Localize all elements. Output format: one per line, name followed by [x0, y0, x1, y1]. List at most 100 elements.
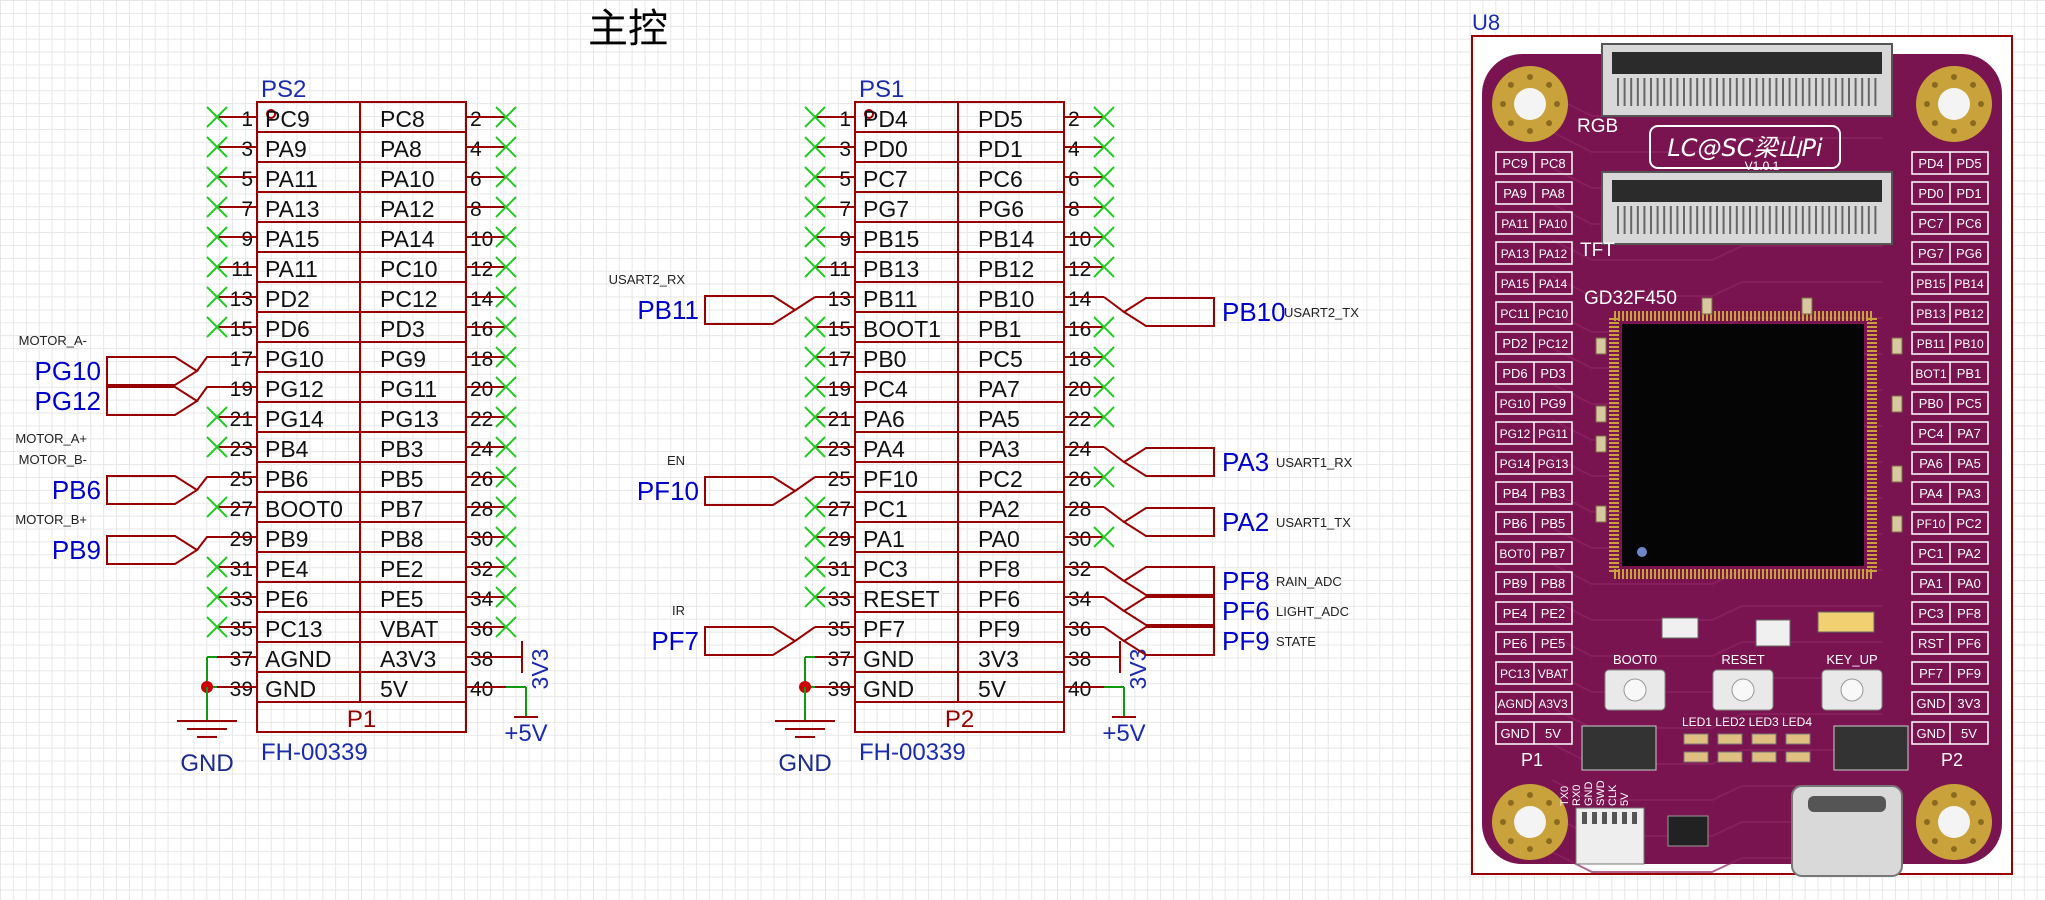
pin-number: 14	[1068, 288, 1092, 311]
led	[1785, 733, 1811, 745]
pin-name: PD1	[978, 136, 1023, 162]
net-port-label: PF8	[1222, 566, 1270, 596]
pin-name: PC9	[265, 106, 310, 132]
designator: PS1	[859, 76, 904, 103]
pin-name: PF8	[978, 556, 1020, 582]
pin-name: GND	[265, 676, 316, 702]
pin-number: 36	[1068, 618, 1091, 641]
board-left-pin-text: PA9	[1503, 186, 1527, 201]
pin-name: PB5	[380, 466, 423, 492]
debug-connector-pin	[1622, 812, 1627, 824]
logo-text: LC@SC梁山Pi	[1667, 134, 1823, 162]
part-label: P2	[945, 706, 974, 733]
board-left-pin-text: AGND	[1498, 697, 1533, 711]
no-connect-mark	[804, 196, 826, 218]
pin-number: 32	[1068, 558, 1091, 581]
via	[1931, 799, 1938, 806]
pin-number: 6	[470, 168, 482, 191]
no-connect-mark	[1093, 166, 1115, 188]
net-port	[704, 476, 797, 506]
smd-component	[1891, 465, 1903, 483]
board-left-pin-text: PB4	[1503, 486, 1528, 501]
gnd-label: GND	[778, 750, 831, 777]
pin-name: PB14	[978, 226, 1034, 252]
board-right-pin-text: RST	[1918, 636, 1944, 651]
pin-number: 4	[470, 138, 482, 161]
board-left-pin-text: PB7	[1541, 546, 1566, 561]
board-right-pin-text: BOT1	[1915, 367, 1947, 381]
debug-connector-pin	[1612, 812, 1617, 824]
pin-number: 10	[1068, 228, 1091, 251]
no-connect-mark	[804, 136, 826, 158]
led	[1717, 733, 1743, 745]
pin-name: PA6	[863, 406, 905, 432]
pin-name: PC1	[863, 496, 908, 522]
pin-number: 31	[828, 558, 851, 581]
pin-number: 29	[230, 528, 253, 551]
no-connect-mark	[495, 376, 517, 398]
net-label: STATE	[1276, 634, 1316, 649]
board-left-pin-text: 5V	[1545, 726, 1561, 741]
no-connect-mark	[804, 376, 826, 398]
board-left-pin-text: PA14	[1539, 277, 1568, 291]
via	[1951, 74, 1957, 80]
pin-number: 4	[1068, 138, 1080, 161]
pin-name: PD4	[863, 106, 908, 132]
pcb-trace	[1551, 743, 1882, 765]
version-label: V1.0.1	[1745, 159, 1780, 173]
board-left-pin-text: PG13	[1538, 457, 1569, 471]
board-right-pin-text: PD0	[1918, 186, 1943, 201]
net-wire	[794, 296, 816, 311]
pin-name: PA3	[978, 436, 1020, 462]
tft-label: TFT	[1580, 240, 1615, 261]
pcb-trace	[1551, 707, 1882, 729]
board-right-pin-text: PA0	[1957, 576, 1981, 591]
no-connect-mark	[206, 616, 228, 638]
pin-number: 24	[1068, 438, 1092, 461]
no-connect-mark	[1093, 376, 1115, 398]
pin-number: 13	[828, 288, 851, 311]
pin-number: 40	[470, 678, 493, 701]
pin-name: PA0	[978, 526, 1020, 552]
rgb-label: RGB	[1577, 116, 1618, 137]
via	[1507, 799, 1514, 806]
no-connect-mark	[804, 346, 826, 368]
pin-name: PB12	[978, 256, 1034, 282]
board-left-pin-text: PD6	[1502, 366, 1527, 381]
net-port-label: PG10	[35, 356, 102, 386]
via	[1507, 81, 1514, 88]
pin1-marker	[266, 109, 276, 119]
pin-number: 34	[1068, 588, 1092, 611]
pin-number: 24	[470, 438, 494, 461]
debug-pin-label: RX0	[1571, 785, 1583, 806]
board-left-pin-text: PA8	[1541, 186, 1565, 201]
board-right-pin-text: PA6	[1919, 456, 1943, 471]
pcb-trace	[1551, 563, 1882, 585]
net-port	[106, 356, 199, 386]
board-left-pin-text: PA10	[1539, 217, 1568, 231]
no-connect-mark	[1093, 526, 1115, 548]
pin-name: PA9	[265, 136, 307, 162]
pin-name: A3V3	[380, 646, 436, 672]
smd-component	[1891, 515, 1903, 533]
net-label: LIGHT_ADC	[1276, 604, 1349, 619]
pin-name: PC12	[380, 286, 438, 312]
board-right-pin-text: PA7	[1957, 426, 1981, 441]
pin-number: 30	[470, 528, 493, 551]
board-right-pin-text: PB11	[1917, 337, 1946, 351]
pin-number: 9	[241, 228, 253, 251]
board-left-pin-text: PE2	[1541, 606, 1566, 621]
net-label: USART2_RX	[609, 272, 686, 287]
net-wire	[794, 626, 816, 642]
board-left-pin-text: PG12	[1500, 427, 1531, 441]
pin-name: PG10	[265, 346, 324, 372]
pin-number: 12	[470, 258, 493, 281]
board-left-pin-text: PG14	[1500, 457, 1531, 471]
no-connect-mark	[206, 556, 228, 578]
board-left-pin-text: BOT0	[1499, 547, 1531, 561]
pcb-trace	[1551, 851, 1882, 873]
pin-name: PF10	[863, 466, 918, 492]
net-port	[704, 626, 797, 656]
no-connect-mark	[206, 316, 228, 338]
